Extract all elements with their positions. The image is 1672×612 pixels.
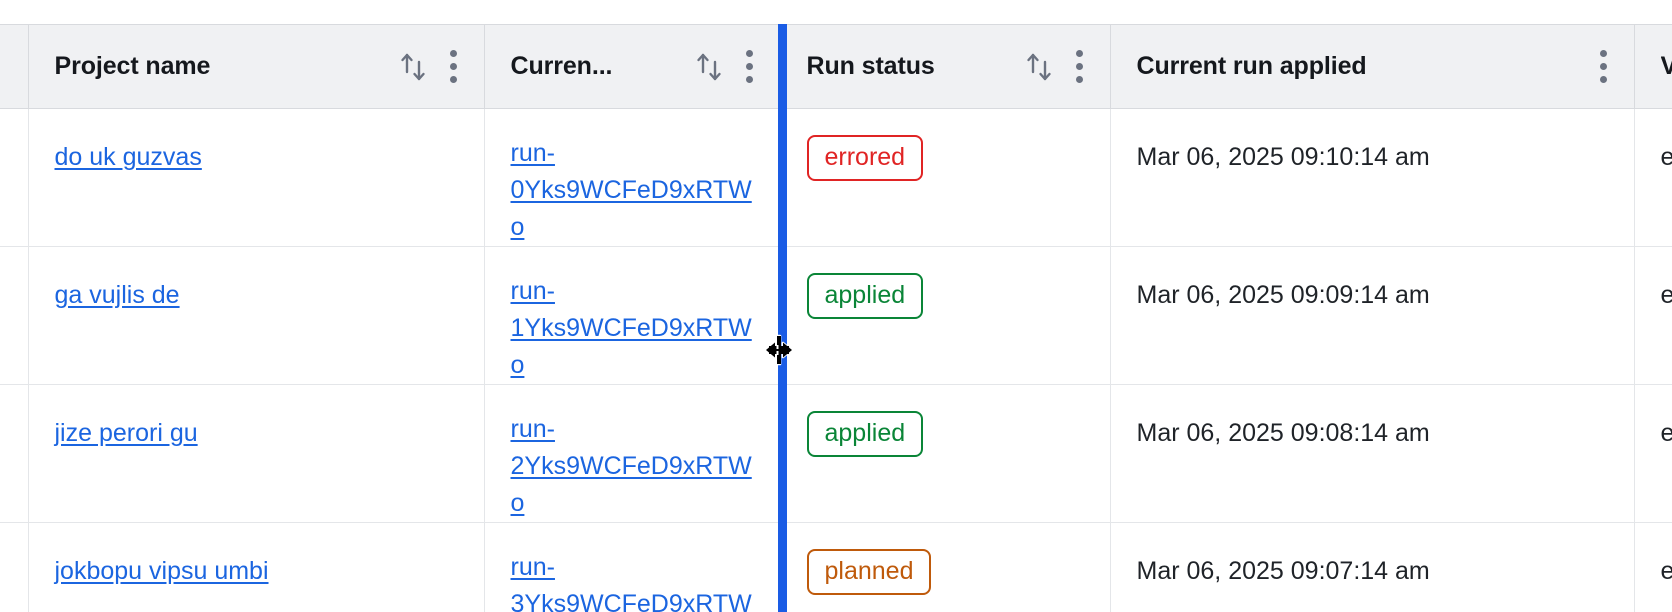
vcs-text: e [1660,557,1672,585]
column-header-current-run[interactable]: Curren... [484,24,781,109]
cell-current-run-applied: Mar 06, 2025 09:07:14 am [1110,522,1635,612]
cell-run-status: planned [780,522,1111,612]
sort-icon[interactable] [694,50,724,84]
project-name-link[interactable]: ga vujlis de [54,281,180,309]
current-run-link[interactable]: run-2Yks9WCFeD9xRTWo [510,415,752,517]
current-run-applied-text: Mar 06, 2025 09:08:14 am [1136,419,1430,447]
table-row[interactable]: jokbopu vipsu umbi run-3Yks9WCFeD9xRTWo … [0,522,1672,612]
column-header-current-run-applied[interactable]: Current run applied [1110,24,1635,109]
column-menu-icon[interactable] [450,50,458,84]
vcs-text: e [1660,419,1672,447]
projects-table: Project name [0,24,1672,612]
current-run-link[interactable]: run-0Yks9WCFeD9xRTWo [510,139,752,241]
table-row[interactable]: do uk guzvas run-0Yks9WCFeD9xRTWo errore… [0,108,1672,247]
column-menu-icon[interactable] [1076,50,1084,84]
cell-current-run-applied: Mar 06, 2025 09:08:14 am [1110,384,1635,523]
cell-current-run-applied: Mar 06, 2025 09:10:14 am [1110,108,1635,247]
table-top-strip [0,0,1672,24]
project-name-link[interactable]: jize perori gu [54,419,198,447]
column-menu-icon[interactable] [1600,50,1608,84]
column-header-run-status[interactable]: Run status [780,24,1111,109]
cell-run-status: applied [780,384,1111,523]
column-header-project-name[interactable]: Project name [28,24,485,109]
cell-current-run: run-2Yks9WCFeD9xRTWo [484,384,781,523]
column-header-label-current-run-applied: Current run applied [1136,52,1367,80]
column-menu-icon[interactable] [746,50,754,84]
status-badge: applied [806,411,924,457]
current-run-link[interactable]: run-1Yks9WCFeD9xRTWo [510,277,752,379]
vcs-text: e [1660,143,1672,171]
cell-project-name: do uk guzvas [28,108,485,247]
status-badge: applied [806,273,924,319]
project-name-link[interactable]: jokbopu vipsu umbi [54,557,269,585]
row-select-cell[interactable] [0,522,29,612]
cell-current-run: run-1Yks9WCFeD9xRTWo [484,246,781,385]
current-run-applied-text: Mar 06, 2025 09:07:14 am [1136,557,1430,585]
cell-vcs: e [1634,522,1672,612]
project-name-link[interactable]: do uk guzvas [54,143,202,171]
column-header-label-project-name: Project name [54,52,211,80]
cell-vcs: e [1634,384,1672,523]
table-row[interactable]: jize perori gu run-2Yks9WCFeD9xRTWo appl… [0,384,1672,523]
table-header: Project name [0,24,1672,109]
column-header-label-current-run: Curren... [510,52,613,80]
cell-project-name: jize perori gu [28,384,485,523]
table-row[interactable]: ga vujlis de run-1Yks9WCFeD9xRTWo applie… [0,246,1672,385]
header-row: Project name [0,24,1672,109]
current-run-applied-text: Mar 06, 2025 09:10:14 am [1136,143,1430,171]
current-run-link[interactable]: run-3Yks9WCFeD9xRTWo [510,553,752,612]
column-header-label-run-status: Run status [806,52,935,80]
row-select-cell[interactable] [0,246,29,385]
column-header-label-vcs: V [1661,52,1672,81]
sort-icon[interactable] [398,50,428,84]
column-header-vcs[interactable]: V [1634,24,1672,109]
sort-icon[interactable] [1024,50,1054,84]
status-badge: planned [806,549,932,595]
current-run-applied-text: Mar 06, 2025 09:09:14 am [1136,281,1430,309]
cell-project-name: ga vujlis de [28,246,485,385]
column-header-select[interactable] [0,24,29,109]
cell-run-status: errored [780,108,1111,247]
status-badge: errored [806,135,924,181]
cell-project-name: jokbopu vipsu umbi [28,522,485,612]
table-body: do uk guzvas run-0Yks9WCFeD9xRTWo errore… [0,108,1672,612]
cell-run-status: applied [780,246,1111,385]
cell-vcs: e [1634,108,1672,247]
vcs-text: e [1660,281,1672,309]
row-select-cell[interactable] [0,384,29,523]
cell-current-run: run-0Yks9WCFeD9xRTWo [484,108,781,247]
row-select-cell[interactable] [0,108,29,247]
cell-current-run-applied: Mar 06, 2025 09:09:14 am [1110,246,1635,385]
cell-vcs: e [1634,246,1672,385]
cell-current-run: run-3Yks9WCFeD9xRTWo [484,522,781,612]
